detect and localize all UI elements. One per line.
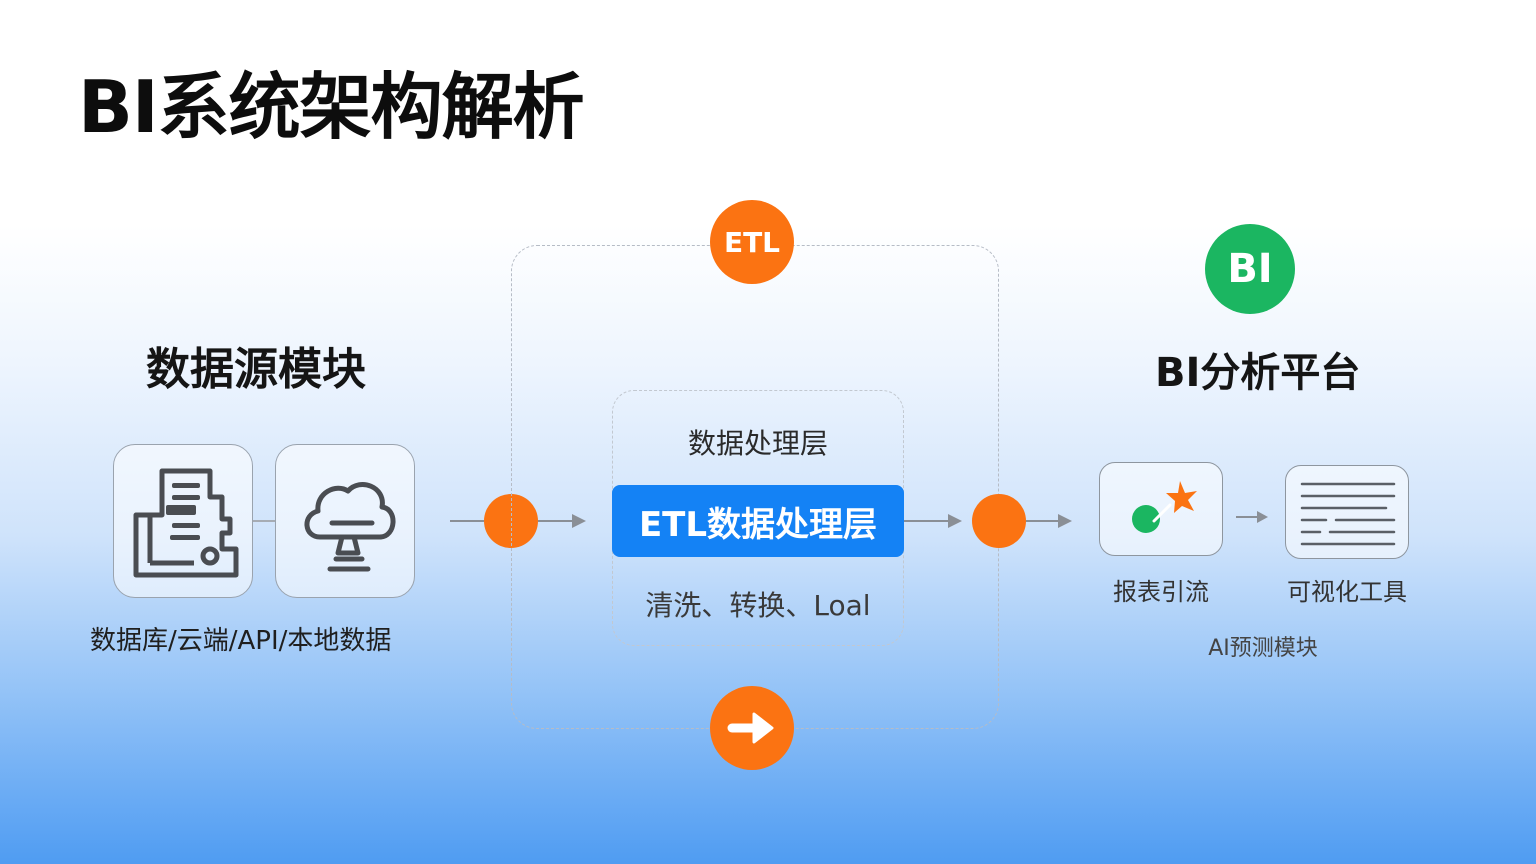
arrow-right-icon — [727, 712, 774, 744]
etl-processing-label: ETL数据处理层 — [638, 504, 878, 545]
cloud-server-icon — [304, 481, 396, 572]
visualization-label: 可视化工具 — [1287, 578, 1407, 606]
connector-line — [1026, 520, 1060, 522]
bi-badge: BI — [1205, 224, 1295, 314]
page-title: BI系统架构解析 — [78, 65, 585, 149]
connector-line — [1236, 516, 1260, 518]
cloud-box — [275, 444, 415, 598]
etl-processing-button[interactable]: ETL数据处理层 — [612, 485, 904, 557]
source-connector — [253, 520, 275, 522]
bi-badge-label: BI — [1227, 246, 1273, 292]
flow-node — [972, 494, 1026, 548]
arrow-head-icon — [572, 514, 586, 528]
connector-line — [904, 520, 952, 522]
connector-line — [538, 520, 574, 522]
database-box — [113, 444, 253, 598]
visualization-box[interactable] — [1285, 465, 1409, 559]
arrow-head-icon — [1257, 511, 1268, 523]
ai-prediction-label: AI预测模块 — [1208, 636, 1318, 661]
report-label: 报表引流 — [1113, 578, 1209, 606]
database-document-icon — [133, 468, 239, 578]
etl-badge: ETL — [710, 200, 794, 284]
source-caption: 数据库/云端/API/本地数据 — [90, 626, 392, 656]
next-step-button[interactable] — [710, 686, 794, 770]
processing-layer-title: 数据处理层 — [687, 427, 828, 460]
report-box[interactable] — [1099, 462, 1223, 556]
connector-line — [450, 520, 484, 522]
etl-badge-label: ETL — [723, 225, 781, 259]
report-spark-icon — [1132, 481, 1197, 533]
arrow-head-icon — [1058, 514, 1072, 528]
bi-platform-title: BI分析平台 — [1155, 350, 1361, 396]
visualization-lines-icon — [1300, 482, 1396, 546]
etl-steps: 清洗、转换、Loal — [645, 589, 871, 622]
arrow-head-icon — [948, 514, 962, 528]
source-module-title: 数据源模块 — [146, 344, 366, 395]
